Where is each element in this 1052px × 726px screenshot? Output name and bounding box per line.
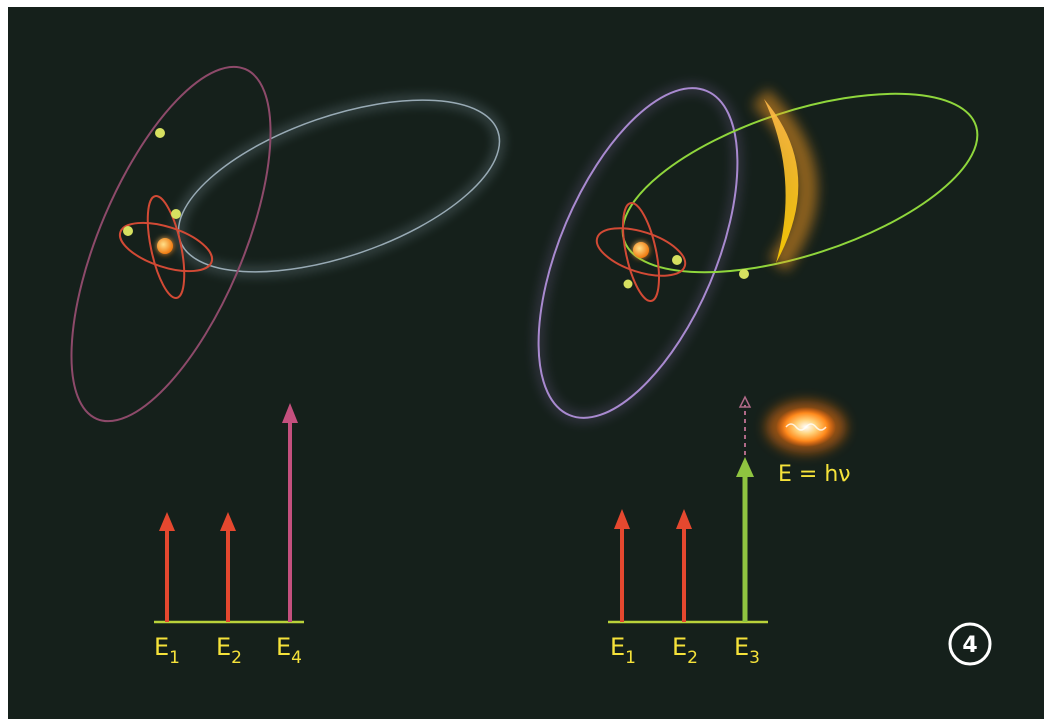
atom-diagram: E1 E2 E4 [70, 65, 992, 668]
left-excited-orbit [176, 98, 502, 274]
diagram-panel: E1 E2 E4 [8, 7, 1044, 719]
left-inner-orbit-a [118, 221, 214, 273]
right-level-label-e3: E3 [734, 633, 760, 668]
left-level-label-e2: E2 [216, 633, 242, 668]
right-inner-orbit-a [595, 227, 687, 277]
left-nucleus [157, 238, 173, 254]
photon-arc-glow [752, 89, 818, 272]
left-arrow-e1 [159, 512, 175, 622]
left-arrow-e2 [220, 512, 236, 622]
photon-arc [764, 99, 799, 263]
emitted-photon [766, 401, 846, 453]
left-electron [123, 226, 133, 236]
right-arrow-e2 [676, 509, 692, 622]
right-energy-levels: E1 E2 E3 [608, 395, 768, 668]
right-arrow-e3 [736, 395, 754, 622]
left-outer-orbit [70, 65, 272, 423]
figure-number-badge: 4 [948, 622, 992, 666]
left-level-label-e4: E4 [276, 633, 302, 668]
left-level-label-e1: E1 [154, 633, 180, 668]
right-atom [536, 85, 979, 421]
photon-energy-equation: E = hν [778, 462, 851, 487]
right-level-label-e2: E2 [672, 633, 698, 668]
left-arrow-e4 [282, 403, 298, 622]
figure-number: 4 [962, 633, 977, 658]
right-electron [739, 269, 749, 279]
right-nucleus [633, 242, 649, 258]
right-electron [623, 279, 633, 289]
right-electron [672, 255, 682, 265]
left-atom [70, 65, 502, 423]
left-inner-orbit-b [146, 195, 186, 299]
left-electron [155, 128, 165, 138]
left-electron [171, 209, 181, 219]
right-level-label-e1: E1 [610, 633, 636, 668]
right-arrow-e1 [614, 509, 630, 622]
left-energy-levels: E1 E2 E4 [154, 403, 304, 668]
right-inner-orbit-b [622, 201, 660, 303]
